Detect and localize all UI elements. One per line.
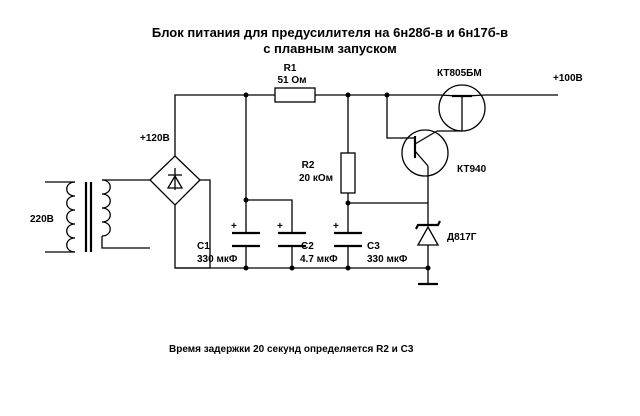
q2-name: КТ940 xyxy=(457,164,487,175)
capacitor-c2 xyxy=(278,231,306,248)
c2-name: C2 xyxy=(301,241,314,252)
c2-value: 4.7 мкФ xyxy=(300,254,338,265)
junction-dots xyxy=(243,92,431,271)
q1-name: КТ805БМ xyxy=(437,68,482,79)
resistor-r1 xyxy=(274,87,316,103)
r2-value: 20 кОм xyxy=(299,173,333,184)
transistor-q2 xyxy=(400,129,462,180)
resistor-r2 xyxy=(340,152,356,194)
wiring xyxy=(174,94,558,283)
transistor-q1 xyxy=(438,84,486,132)
capacitor-c1 xyxy=(232,231,260,248)
transformer xyxy=(45,179,150,253)
r1-value: 51 Ом xyxy=(277,75,306,86)
zener-diode xyxy=(415,220,441,246)
zener-name: Д817Г xyxy=(447,232,477,243)
c3-plus: + xyxy=(333,221,339,232)
r1-name: R1 xyxy=(284,63,297,74)
title-line-2: с плавным запуском xyxy=(263,41,397,56)
r2-name: R2 xyxy=(302,160,315,171)
delay-note: Время задержки 20 секунд определяется R2… xyxy=(169,344,414,355)
c1-value: 330 мкФ xyxy=(197,254,238,265)
title-line-1: Блок питания для предусилителя на 6н28б-… xyxy=(152,25,508,40)
output-voltage-label: +100В xyxy=(553,73,583,84)
rectified-voltage-label: +120В xyxy=(140,133,170,144)
input-voltage-label: 220В xyxy=(30,214,54,225)
capacitor-c3 xyxy=(334,231,362,248)
c3-value: 330 мкФ xyxy=(367,254,408,265)
c3-name: C3 xyxy=(367,241,380,252)
c1-name: C1 xyxy=(197,241,210,252)
c1-plus: + xyxy=(231,221,237,232)
c2-plus: + xyxy=(277,221,283,232)
bridge-rectifier xyxy=(149,155,201,206)
